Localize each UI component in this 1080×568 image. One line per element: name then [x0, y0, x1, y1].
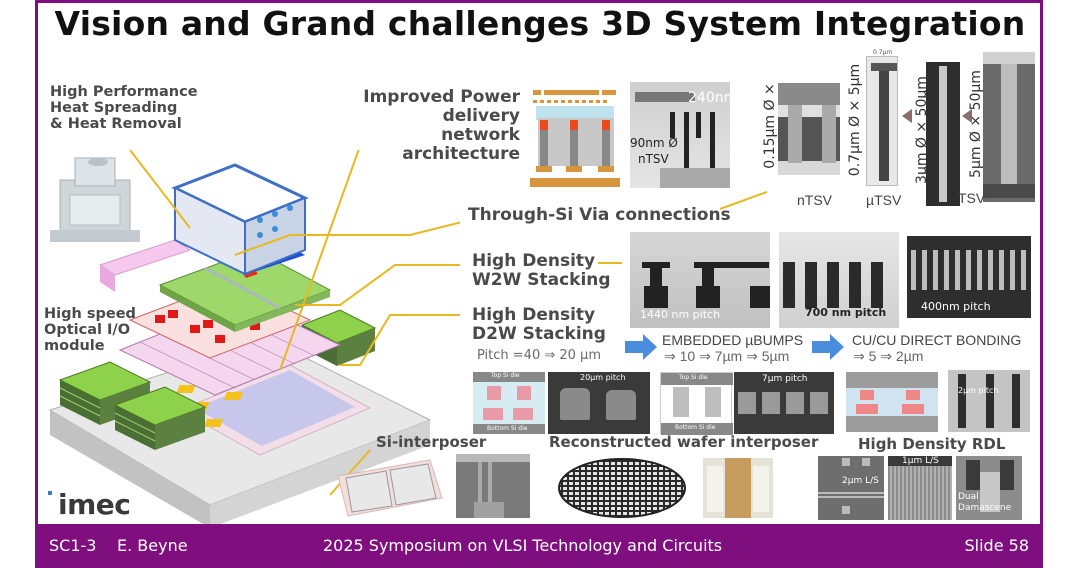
ntsv-caption: nTSV	[797, 192, 833, 208]
d2w-schematic-1: Top Si die Bottom Si die	[473, 372, 545, 434]
recon-interposer-label: Reconstructed wafer interposer	[549, 433, 819, 451]
w2w-label-line2: W2W Stacking	[472, 270, 611, 291]
power-delivery-schematic	[528, 88, 623, 188]
tsv-5um-size-label-wrap: 5µm Ø × 50µm	[966, 56, 986, 200]
ntsv-size-label: 0.15µm Ø ×	[762, 83, 778, 169]
top-die-label: Top Si die	[491, 372, 520, 379]
heat-label-line1: High Performance	[50, 84, 198, 100]
utsv-size-label-wrap: 0.7µm Ø × 5µm	[845, 56, 865, 186]
blue-arrow-icon	[812, 334, 844, 360]
rdl-2um-sem-image: 2µm L/S	[818, 456, 884, 520]
footer-slide-number: Slide 58	[964, 536, 1030, 555]
heat-label-line3: & Heat Removal	[50, 116, 182, 133]
w2w-leader-arrow	[598, 262, 622, 264]
d2w-pitch-label: Pitch =40 ⇒ 20 µm	[477, 348, 601, 363]
d2w-7um-pitch-label: 7µm pitch	[762, 374, 808, 384]
heat-label-line2: Heat Spreading	[50, 100, 178, 117]
footer-event: 2025 Symposium on VLSI Technology and Ci…	[323, 536, 723, 555]
tsv-caption: TSV	[958, 190, 986, 206]
optical-label-line3: module	[44, 338, 105, 355]
si-interposer-photo	[334, 458, 444, 518]
d2w-label-line2: D2W Stacking	[472, 324, 606, 345]
tsv-3um-size-label-wrap: 3µm Ø × 50µm	[912, 62, 932, 206]
w2w-label-line1: High Density	[472, 251, 596, 271]
rdl-1um-sem-image: 1µm L/S	[888, 456, 952, 520]
hybrid-bond-schematic	[846, 372, 938, 432]
w2w-label: High Density W2W Stacking	[472, 251, 611, 291]
via-type-label: nTSV	[638, 152, 669, 166]
tsv-3um-size-label: 3µm Ø × 50µm	[914, 76, 930, 184]
heat-sink-photo	[50, 150, 140, 245]
optical-label-line1: High speed	[44, 306, 136, 322]
via-diameter-label: 90nm Ø	[630, 136, 678, 150]
slide-title: Vision and Grand challenges 3D System In…	[54, 4, 1026, 43]
ntsv-sem-image	[778, 83, 840, 175]
w2w-400nm-sem-image: 400nm pitch	[907, 236, 1031, 318]
w2w-1440nm-sem-image: 1440 nm pitch	[630, 232, 770, 328]
power-label-line3: architecture	[402, 144, 520, 165]
d2w-7um-sem-image: 7µm pitch	[734, 372, 834, 434]
rdl-1um-label: 1µm L/S	[902, 456, 939, 466]
si-interposer-label: Si-interposer	[376, 433, 487, 451]
tsv-3um-sem-image	[926, 62, 960, 206]
dual-damascene-label: Dual Damascene	[958, 492, 1012, 513]
cu-cu-2um-pitch-label: 2µm pitch	[958, 386, 999, 395]
ntsv-size-label-wrap: 0.15µm Ø ×	[760, 80, 780, 176]
dimension-label: 240nm	[688, 90, 738, 106]
w2w-400-pitch-label: 400nm pitch	[921, 300, 991, 313]
slide-footer: SC1-3 E. Beyne 2025 Symposium on VLSI Te…	[35, 524, 1043, 568]
recon-interposer-xray-image	[703, 458, 773, 518]
si-interposer-sem-image	[456, 454, 530, 518]
power-label: Improved Power delivery network architec…	[360, 87, 520, 165]
embedded-ubumps-detail: ⇒ 10 ⇒ 7µm ⇒ 5µm	[664, 348, 790, 364]
ntsv-power-sem-image: 240nm 90nm Ø nTSV	[630, 82, 737, 188]
rdl-label: High Density RDL	[858, 435, 1006, 453]
d2w-20um-sem-image: 20µm pitch	[548, 372, 650, 434]
tsv-5um-size-label: 5µm Ø × 50µm	[968, 70, 984, 178]
utsv-caption: µTSV	[866, 192, 902, 208]
footer-session: SC1-3	[49, 536, 97, 555]
logo-dot-icon	[48, 491, 52, 495]
bottom-die-label: Bottom Si die	[487, 425, 528, 432]
d2w-20um-pitch-label: 20µm pitch	[580, 373, 626, 382]
bottom-die-label-2: Bottom Si die	[675, 424, 716, 431]
reconstructed-wafer-photo	[556, 456, 688, 520]
tsv-5um-sem-image	[983, 52, 1035, 202]
logo-text: imec	[58, 488, 131, 521]
cu-cu-2um-sem-image: 2µm pitch	[948, 370, 1030, 432]
power-label-line2: delivery network	[441, 106, 520, 146]
top-die-label-2: Top Si die	[679, 374, 708, 381]
utsv-size-label: 0.7µm Ø × 5µm	[847, 63, 863, 177]
utsv-top-note: 0.7µm	[873, 49, 893, 56]
blue-arrow-icon	[625, 334, 657, 360]
w2w-1440-pitch-label: 1440 nm pitch	[640, 308, 721, 321]
optical-label-line2: Optical I/O	[44, 322, 131, 339]
cu-direct-bonding-detail: ⇒ 5 ⇒ 2µm	[853, 348, 924, 364]
left-arrow-icon	[902, 109, 912, 123]
3d-stack-illustration	[40, 150, 460, 530]
cu-direct-bonding-title: CU/CU DIRECT BONDING	[852, 332, 1022, 348]
w2w-700nm-sem-image: 700 nm pitch	[779, 232, 899, 328]
w2w-700-pitch-label: 700 nm pitch	[805, 306, 887, 319]
left-arrow-icon	[962, 109, 972, 123]
dual-damascene-sem-image: Dual Damascene	[956, 456, 1022, 520]
heat-label: High Performance Heat Spreading & Heat R…	[50, 84, 198, 133]
embedded-ubumps-title: EMBEDDED µBUMPS	[662, 332, 804, 348]
footer-author: E. Beyne	[117, 536, 188, 555]
optical-label: High speed Optical I/O module	[44, 306, 136, 355]
d2w-schematic-2: Top Si die Bottom Si die	[660, 372, 733, 435]
tsv-label: Through-Si Via connections	[468, 205, 731, 225]
d2w-label: High Density D2W Stacking	[472, 305, 606, 345]
power-label-line1: Improved Power	[363, 87, 520, 107]
utsv-sem-image	[866, 56, 898, 186]
d2w-label-line1: High Density	[472, 305, 596, 325]
rdl-2um-label: 2µm L/S	[842, 476, 879, 486]
